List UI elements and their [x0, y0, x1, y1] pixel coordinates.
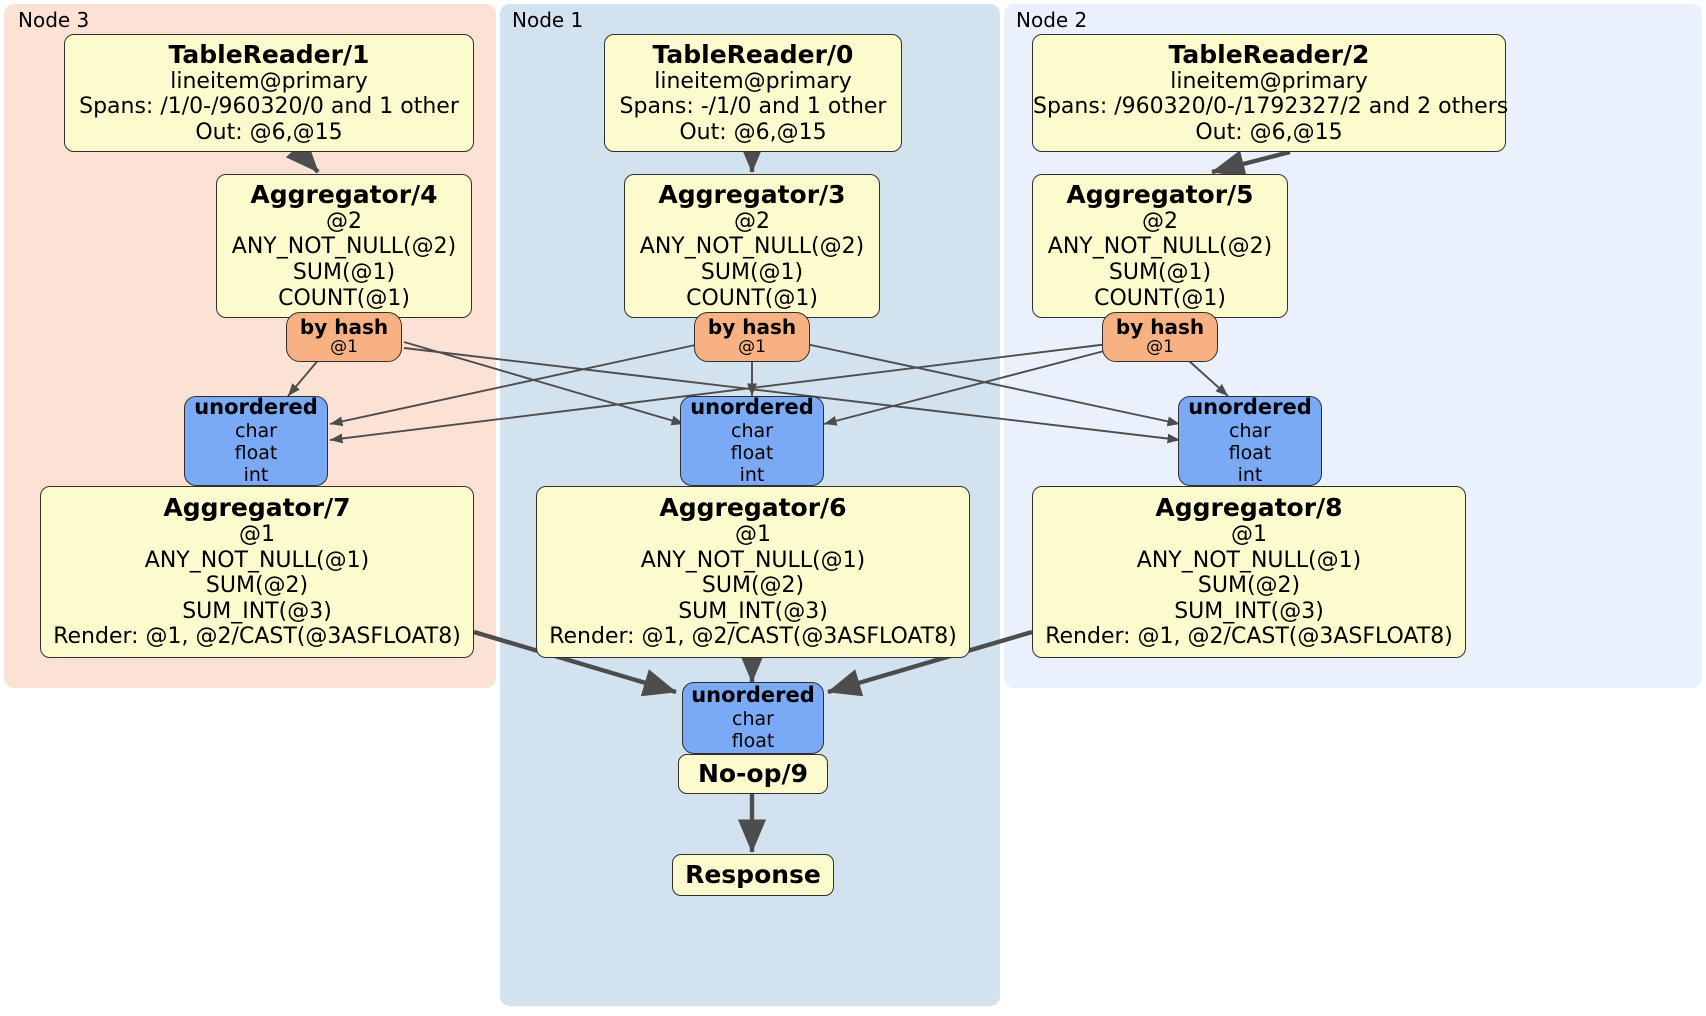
node-line: ANY_NOT_NULL(@2)	[1047, 234, 1273, 260]
node-title: Aggregator/8	[1155, 493, 1343, 523]
node-line: ANY_NOT_NULL(@2)	[639, 234, 865, 260]
panel-label-node-2: Node 2	[1016, 8, 1088, 32]
node-unordered-final[interactable]: unordered char float	[682, 682, 824, 754]
node-line: SUM_INT(@3)	[678, 598, 828, 624]
node-tablereader-2[interactable]: TableReader/2 lineitem@primary Spans: /9…	[1032, 34, 1509, 152]
node-aggregator-3[interactable]: Aggregator/3 @2 ANY_NOT_NULL(@2) SUM(@1)…	[624, 174, 880, 318]
node-line: @1	[738, 337, 766, 358]
node-title: Aggregator/7	[163, 493, 351, 523]
node-title: Aggregator/4	[250, 179, 438, 209]
node-title: unordered	[691, 683, 815, 708]
node-byhash-3[interactable]: by hash @1	[694, 312, 810, 362]
node-aggregator-7[interactable]: Aggregator/7 @1 ANY_NOT_NULL(@1) SUM(@2)…	[40, 486, 474, 658]
node-unordered-7[interactable]: unordered char float int	[184, 396, 328, 486]
node-title: by hash	[299, 314, 389, 339]
node-line: ANY_NOT_NULL(@1)	[640, 547, 866, 573]
node-line: float	[1228, 441, 1272, 464]
node-line: @2	[1142, 208, 1178, 234]
node-line: Render: @1, @2/CAST(@3ASFLOAT8)	[1045, 624, 1453, 650]
node-line: int	[1237, 463, 1263, 486]
node-title: No-op/9	[697, 759, 809, 788]
node-line: SUM(@2)	[1197, 573, 1301, 599]
node-title: TableReader/2	[1168, 39, 1370, 69]
node-line: SUM(@1)	[700, 260, 804, 285]
node-aggregator-8[interactable]: Aggregator/8 @1 ANY_NOT_NULL(@1) SUM(@2)…	[1032, 486, 1466, 658]
node-byhash-5[interactable]: by hash @1	[1102, 312, 1218, 362]
node-byhash-4[interactable]: by hash @1	[286, 312, 402, 362]
node-line: ANY_NOT_NULL(@1)	[1136, 547, 1362, 573]
node-aggregator-4[interactable]: Aggregator/4 @2 ANY_NOT_NULL(@2) SUM(@1)…	[216, 174, 472, 318]
node-unordered-6[interactable]: unordered char float int	[680, 396, 824, 486]
node-title: Aggregator/3	[658, 179, 846, 209]
node-title: by hash	[707, 314, 797, 339]
node-title: unordered	[1188, 395, 1312, 420]
node-line: lineitem@primary	[1170, 68, 1368, 94]
node-line: Out: @6,@15	[679, 119, 827, 145]
node-line: Render: @1, @2/CAST(@3ASFLOAT8)	[53, 624, 461, 650]
node-title: Aggregator/6	[659, 493, 847, 523]
node-title: TableReader/0	[652, 39, 854, 69]
node-line: char	[1229, 419, 1271, 442]
node-line: @1	[239, 522, 275, 548]
node-response[interactable]: Response	[672, 854, 834, 896]
node-line: float	[234, 441, 278, 464]
node-line: @1	[735, 522, 771, 548]
node-aggregator-6[interactable]: Aggregator/6 @1 ANY_NOT_NULL(@1) SUM(@2)…	[536, 486, 970, 658]
node-line: Render: @1, @2/CAST(@3ASFLOAT8)	[549, 624, 957, 650]
node-line: ANY_NOT_NULL(@2)	[231, 234, 457, 260]
node-line: SUM_INT(@3)	[182, 598, 332, 624]
node-noop-9[interactable]: No-op/9	[678, 754, 828, 794]
node-line: lineitem@primary	[654, 68, 852, 94]
panel-label-node-3: Node 3	[18, 8, 90, 32]
node-line: int	[243, 463, 269, 486]
node-line: @1	[330, 337, 358, 358]
node-line: SUM_INT(@3)	[1174, 598, 1324, 624]
node-line: Spans: /1/0-/960320/0 and 1 other	[79, 94, 459, 120]
node-line: COUNT(@1)	[686, 285, 818, 311]
node-tablereader-0[interactable]: TableReader/0 lineitem@primary Spans: -/…	[604, 34, 902, 152]
panel-label-node-1: Node 1	[512, 8, 584, 32]
node-line: SUM(@2)	[701, 573, 805, 599]
node-line: Spans: /960320/0-/1792327/2 and 2 others	[1033, 94, 1509, 120]
node-line: @2	[734, 208, 770, 234]
node-tablereader-1[interactable]: TableReader/1 lineitem@primary Spans: /1…	[64, 34, 474, 152]
node-unordered-8[interactable]: unordered char float int	[1178, 396, 1322, 486]
node-title: by hash	[1115, 314, 1205, 339]
node-line: SUM(@1)	[1108, 260, 1212, 285]
node-line: @1	[1231, 522, 1267, 548]
node-line: @2	[326, 208, 362, 234]
node-line: int	[739, 463, 765, 486]
node-line: @1	[1146, 337, 1174, 358]
node-line: Out: @6,@15	[1195, 119, 1343, 145]
node-aggregator-5[interactable]: Aggregator/5 @2 ANY_NOT_NULL(@2) SUM(@1)…	[1032, 174, 1288, 318]
node-title: unordered	[194, 395, 318, 420]
node-title: unordered	[690, 395, 814, 420]
node-line: SUM(@1)	[292, 260, 396, 285]
node-line: char	[731, 419, 773, 442]
node-line: char	[732, 707, 774, 730]
node-line: Out: @6,@15	[195, 119, 343, 145]
node-title: TableReader/1	[168, 39, 370, 69]
node-line: char	[235, 419, 277, 442]
node-line: float	[730, 441, 774, 464]
node-line: SUM(@2)	[205, 573, 309, 599]
node-line: Spans: -/1/0 and 1 other	[619, 94, 887, 120]
node-line: lineitem@primary	[170, 68, 368, 94]
node-line: COUNT(@1)	[278, 285, 410, 311]
node-title: Response	[685, 860, 821, 889]
node-line: ANY_NOT_NULL(@1)	[144, 547, 370, 573]
node-line: COUNT(@1)	[1094, 285, 1226, 311]
node-line: float	[731, 729, 775, 752]
node-title: Aggregator/5	[1066, 179, 1254, 209]
